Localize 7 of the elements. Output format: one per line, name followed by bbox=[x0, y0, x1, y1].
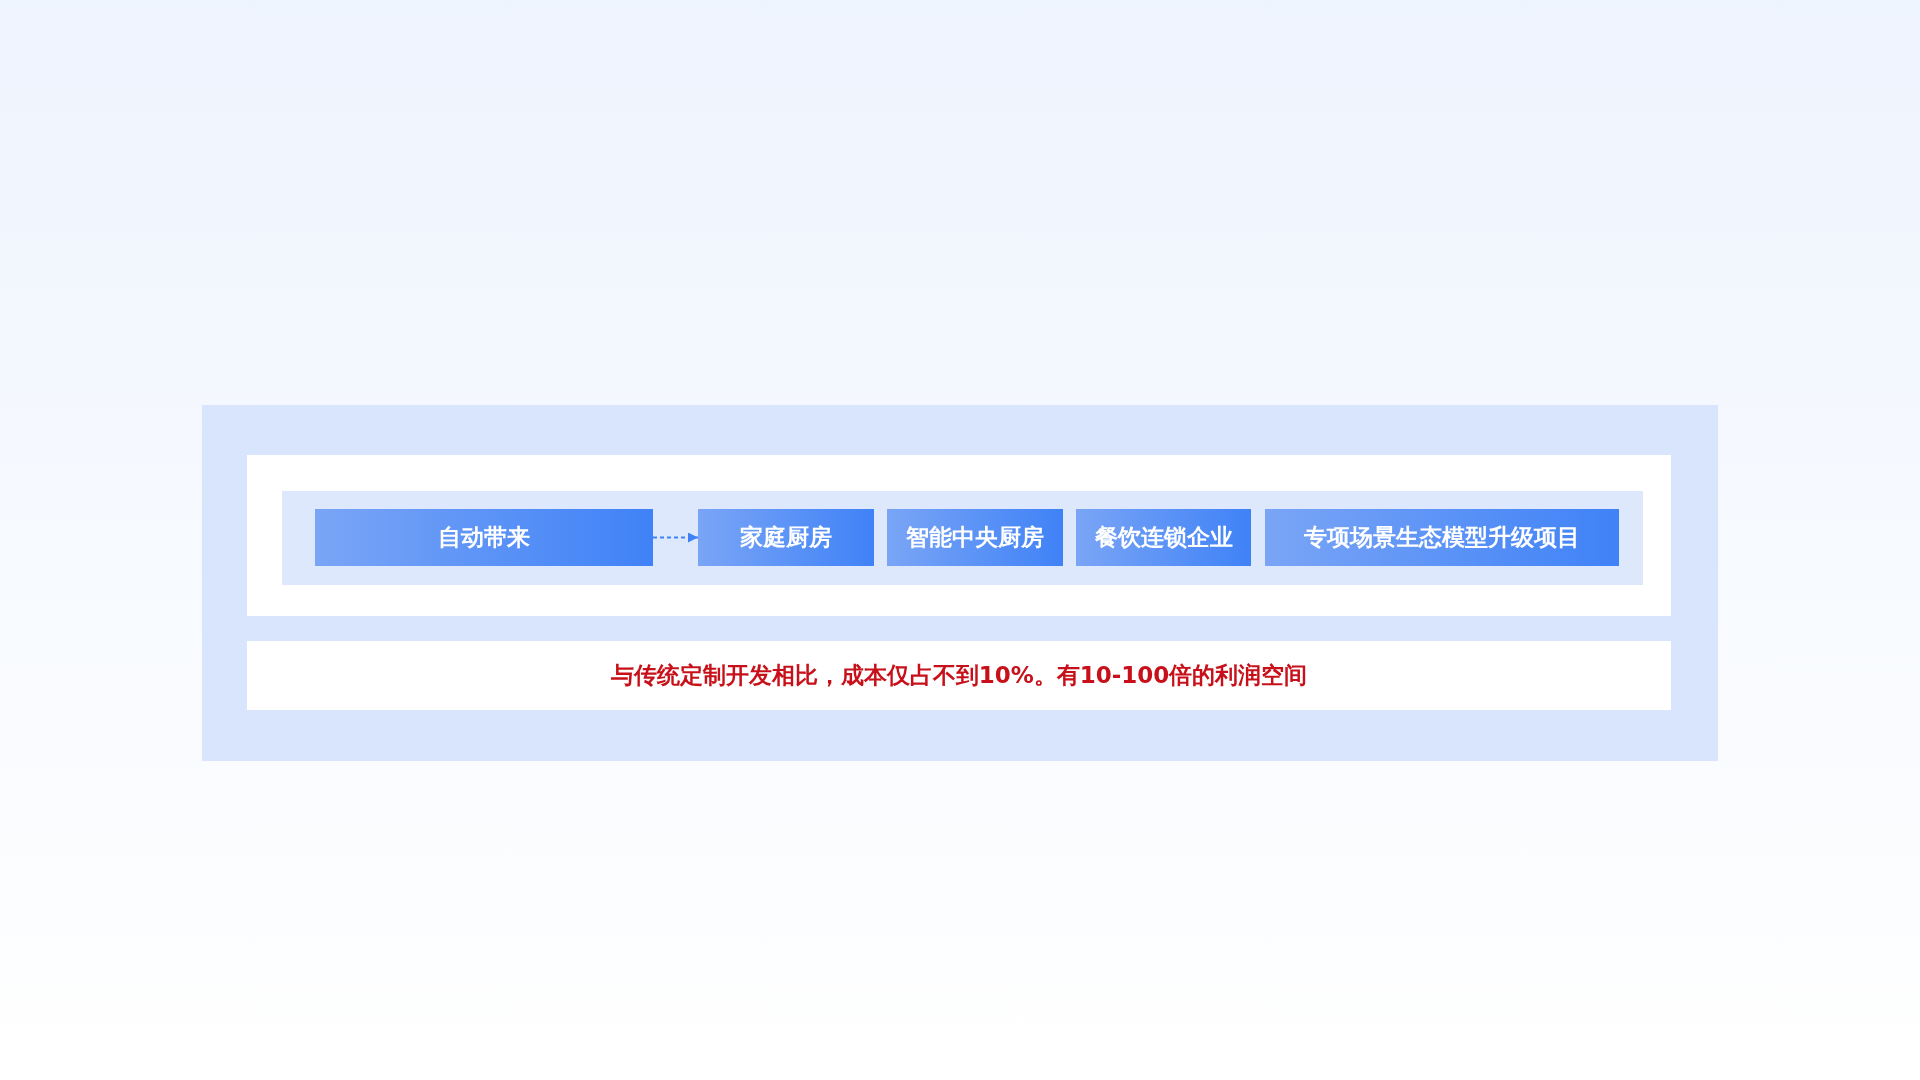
note-banner: 与传统定制开发相比，成本仅占不到10%。有10-100倍的利润空间 bbox=[247, 641, 1671, 710]
process-box: 餐饮连锁企业 bbox=[1076, 509, 1251, 566]
arrow bbox=[652, 532, 699, 543]
process-box: 专项场景生态模型升级项目 bbox=[1265, 509, 1619, 566]
process-box: 智能中央厨房 bbox=[887, 509, 1063, 566]
process-box: 家庭厨房 bbox=[698, 509, 874, 566]
process-box: 自动带来 bbox=[315, 509, 653, 566]
